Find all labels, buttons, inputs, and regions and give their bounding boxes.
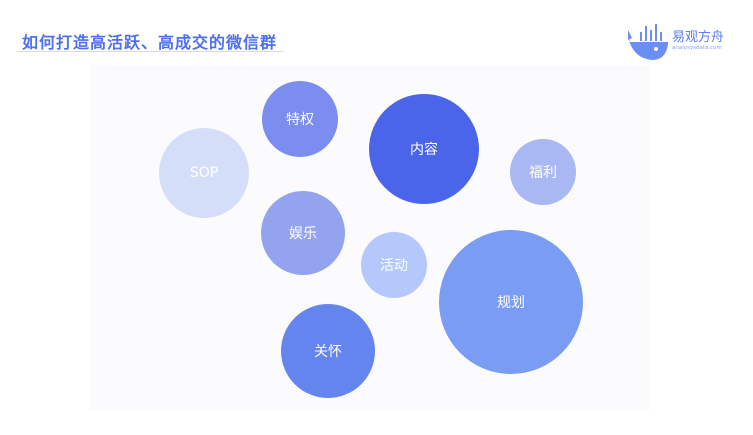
- logo-name: 易观方舟: [672, 30, 725, 45]
- bubble-label: 娱乐: [289, 226, 317, 242]
- bubble-label: 活动: [380, 258, 408, 274]
- brand-logo: 易观方舟 analysysdata.com: [626, 22, 736, 62]
- bubble-neirong: 内容: [369, 94, 479, 204]
- bubble-guanhuai: 关怀: [281, 304, 375, 398]
- bubble-label: 规划: [497, 295, 525, 311]
- logo-url: analysysdata.com: [672, 45, 722, 51]
- bubble-sop: SOP: [159, 128, 249, 218]
- bubble-guihua: 规划: [439, 230, 583, 374]
- bubble-label: 福利: [529, 165, 557, 181]
- bubble-label: 特权: [286, 112, 314, 128]
- bubble-label: SOP: [189, 165, 219, 181]
- bubble-fuli: 福利: [510, 139, 576, 205]
- bubble-tequan: 特权: [262, 81, 338, 157]
- bubble-huodong: 活动: [361, 232, 427, 298]
- title-underline: [18, 51, 284, 52]
- whale-logo-icon: [628, 24, 668, 60]
- slide-title: 如何打造高活跃、高成交的微信群: [22, 33, 278, 52]
- bubble-label: 内容: [410, 142, 438, 158]
- bubble-label: 关怀: [314, 344, 342, 360]
- bubble-yule: 娱乐: [261, 191, 345, 275]
